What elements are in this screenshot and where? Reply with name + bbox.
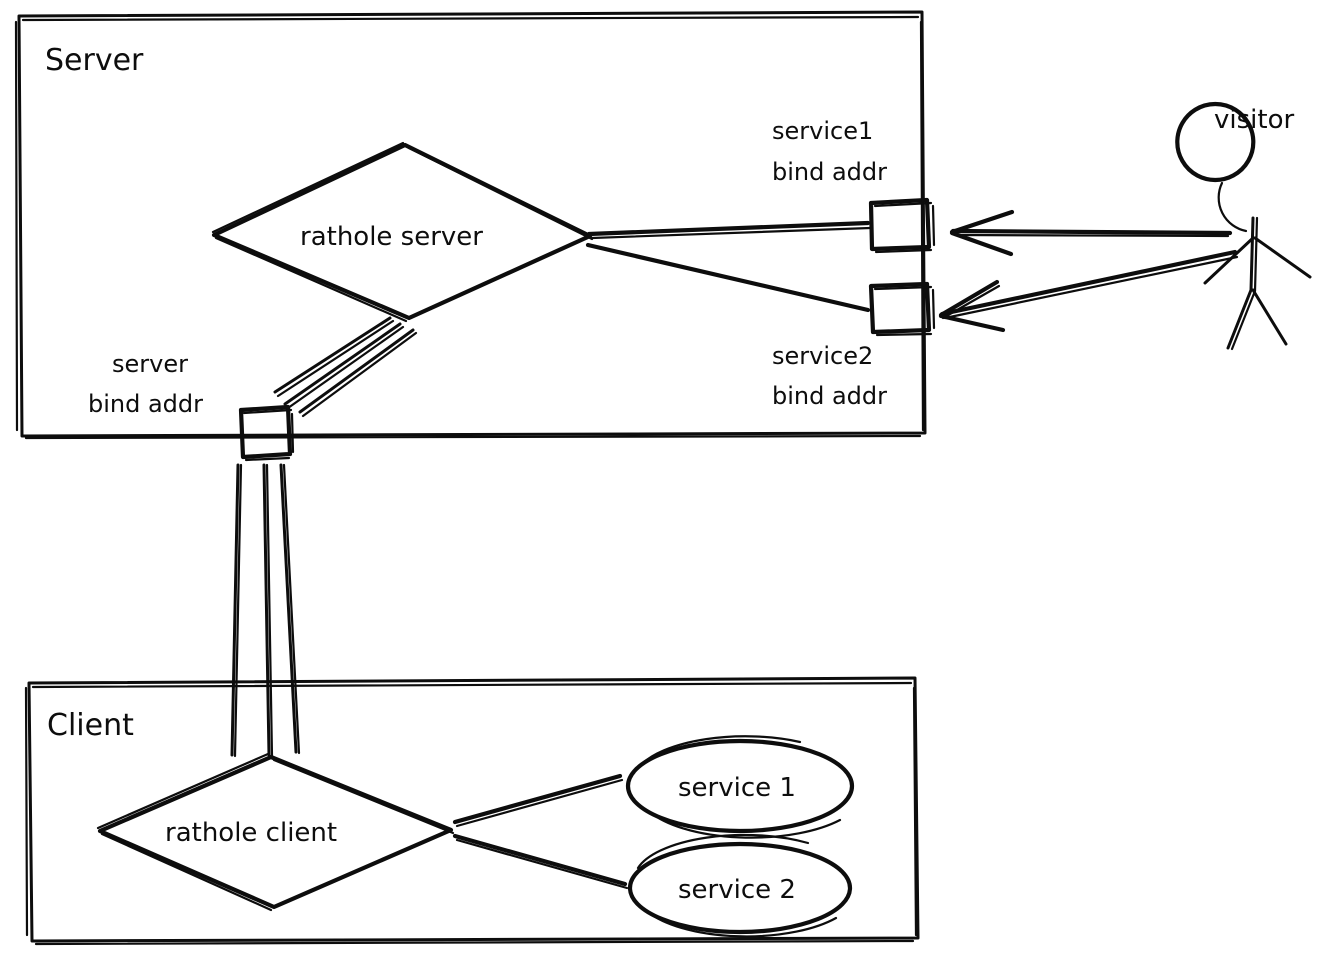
- service1-bind-addr-label-line2: bind addr: [772, 158, 887, 186]
- link-rathole-server-to-server-bind-addr: [273, 316, 418, 418]
- link-rathole-server-to-service1: [586, 220, 872, 240]
- service1-bind-addr-box[interactable]: [868, 197, 936, 254]
- link-server-bind-addr-to-rathole-client: [230, 463, 301, 758]
- server-bind-addr-box[interactable]: [238, 404, 295, 462]
- service2-bind-addr-label-line2: bind addr: [772, 382, 887, 410]
- link-rathole-server-to-service2: [585, 242, 871, 313]
- service-1-ellipse[interactable]: [625, 735, 855, 839]
- server-group-label: Server: [45, 43, 144, 78]
- visitor-label: visitor: [1214, 105, 1294, 135]
- arrow-visitor-to-service2: [938, 249, 1239, 333]
- service-2-label: service 2: [678, 875, 796, 905]
- service-1-label: service 1: [678, 773, 796, 803]
- rathole-client-diamond[interactable]: [96, 752, 455, 912]
- link-rathole-client-to-service-1: [452, 773, 624, 828]
- service2-bind-addr-label-line1: service2: [772, 342, 873, 370]
- client-group-label: Client: [47, 708, 134, 743]
- arrow-visitor-to-service1: [949, 209, 1233, 257]
- link-rathole-client-to-service-2: [452, 833, 629, 890]
- rathole-client-label: rathole client: [165, 818, 337, 848]
- rathole-server-diamond[interactable]: [211, 141, 594, 323]
- service1-bind-addr-label-line1: service1: [772, 117, 873, 145]
- server-bind-addr-label-line2: bind addr: [88, 390, 203, 418]
- server-group-box: [14, 10, 927, 440]
- service-2-ellipse[interactable]: [627, 833, 853, 938]
- server-bind-addr-label-line1: server: [112, 350, 188, 378]
- rathole-server-label: rathole server: [300, 222, 483, 252]
- client-group-box: [24, 676, 920, 946]
- service2-bind-addr-box[interactable]: [868, 281, 936, 337]
- visitor-actor[interactable]: [1175, 101, 1312, 351]
